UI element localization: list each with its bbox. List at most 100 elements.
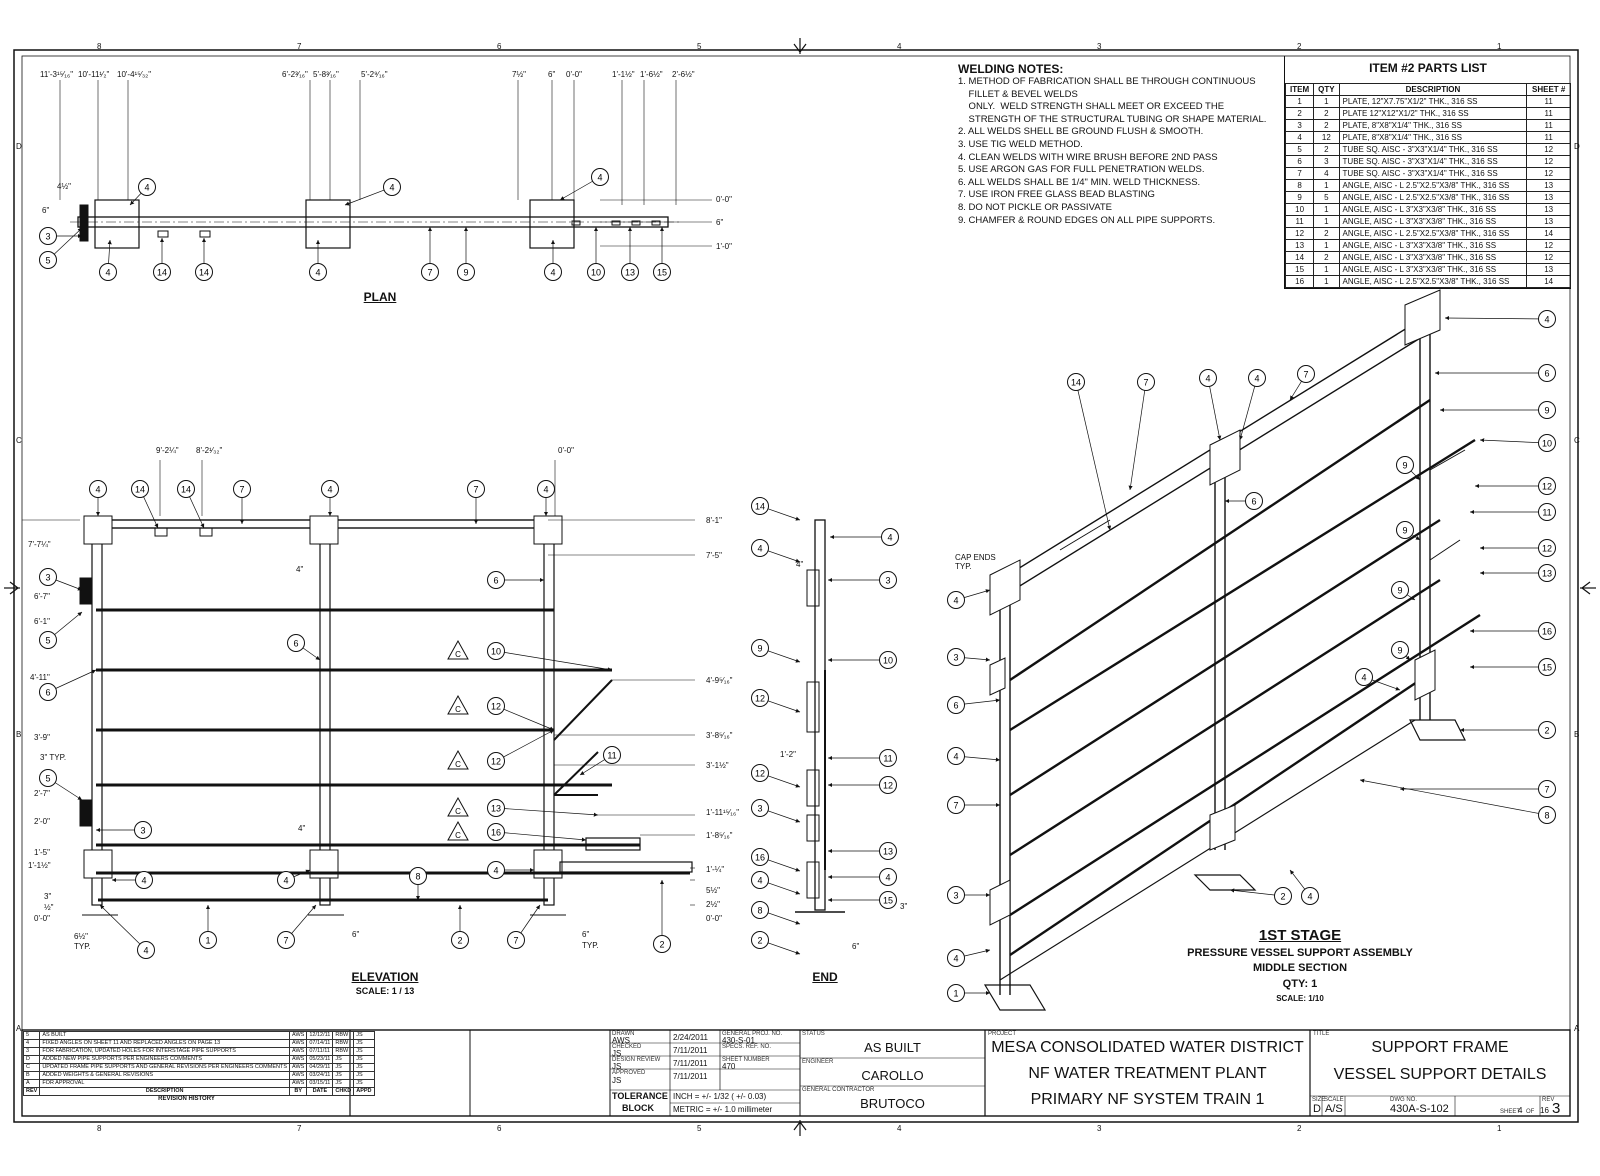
balloon-circle (751, 639, 769, 657)
balloon-circle (603, 746, 621, 764)
leader-line (1479, 438, 1548, 444)
proj-num: 430-S-01 (722, 1036, 755, 1045)
balloon-circle (409, 867, 427, 885)
parts-cell: 1 (1313, 215, 1340, 228)
of-label: OF (1526, 1109, 1535, 1115)
balloon-circle (1538, 780, 1556, 798)
parts-cell: 3 (1284, 119, 1315, 132)
title-label: TITLE (1313, 1031, 1330, 1037)
balloon-circle (751, 689, 769, 707)
item-balloon: 4 (751, 539, 801, 563)
item-balloon: 12 (751, 764, 801, 788)
project-label: PROJECT (988, 1031, 1017, 1037)
balloon-circle (39, 227, 57, 245)
elev-dim: 6" (352, 930, 360, 939)
parts-cell: 3 (1313, 155, 1340, 168)
date-approved: 7/11/2011 (673, 1072, 708, 1081)
checked-by: JS (612, 1049, 622, 1058)
parts-cell: 12 (1526, 167, 1571, 180)
balloon-circle (487, 752, 505, 770)
item-balloon: 4 (947, 747, 1001, 765)
zone-bottom-2: 2 (1297, 1124, 1302, 1133)
balloon-label: 5 (45, 256, 50, 266)
welding-note: ONLY. WELD STRENGTH SHALL MEET OR EXCEED… (958, 101, 1225, 113)
parts-cell: 13 (1526, 179, 1571, 192)
item-balloon: 4 (1239, 369, 1266, 441)
parts-cell: TUBE SQ. AISC - 3"X3"X1/4" THK., 316 SS (1338, 143, 1528, 156)
balloon-circle (1538, 401, 1556, 419)
balloon-label: 4 (550, 268, 555, 278)
revision-cell: 12/12/11 (306, 1031, 334, 1040)
balloon-label: 6 (293, 639, 298, 649)
balloon-label: 7 (953, 801, 958, 811)
balloon-label: 9 (1402, 526, 1407, 536)
zone-right-a: A (1574, 1024, 1580, 1033)
balloon-circle (881, 528, 899, 546)
plan-dim: 6" (716, 218, 724, 227)
elev-dim: 7'-7¼" (28, 540, 51, 549)
parts-cell: 13 (1526, 263, 1571, 276)
plan-dim: 1'-6½" (640, 70, 663, 79)
item-balloon: 10 (587, 227, 605, 281)
zone-top-1: 1 (1497, 42, 1502, 51)
item-balloon: 4 (1289, 869, 1319, 905)
plan-dim: 11'-3¹⁵⁄₁₆" (40, 70, 74, 79)
parts-cell: ANGLE, AISC - L 2.5"X2.5"X3/8" THK., 316… (1338, 227, 1528, 240)
balloon-label: 11 (883, 754, 892, 764)
balloon-label: 4 (757, 876, 762, 886)
balloon-circle (39, 631, 57, 649)
zone-bottom-3: 3 (1097, 1124, 1102, 1133)
item-balloon: 16C (447, 820, 587, 842)
welding-note: 2. ALL WELDS SHELL BE GROUND FLUSH & SMO… (958, 126, 1204, 138)
revision-cell: 05/23/11 (306, 1055, 334, 1064)
balloon-label: 14 (199, 268, 209, 278)
balloon-circle (383, 178, 401, 196)
project-line-1: MESA CONSOLIDATED WATER DISTRICT (991, 1039, 1304, 1056)
welding-note: 8. DO NOT PICKLE OR PASSIVATE (958, 201, 1112, 213)
balloon-label: 3 (953, 891, 958, 901)
elev-dim: 4" (298, 824, 306, 833)
item-balloon: 4 (947, 589, 991, 609)
approved-by: JS (612, 1076, 622, 1085)
revision-cell: JS (353, 1071, 375, 1080)
item-balloon: 5 (39, 227, 83, 269)
plan-title: PLAN (363, 290, 397, 304)
parts-cell: 2 (1313, 251, 1340, 264)
elev-dim: 4'-11" (30, 673, 50, 682)
iso-qty: QTY: 1 (1282, 978, 1318, 990)
balloon-circle (39, 568, 57, 586)
balloon-label: 6 (45, 688, 50, 698)
plan-dim: 10'-11¹⁄₂" (78, 70, 110, 79)
balloon-label: 7 (283, 936, 288, 946)
parts-cell: 4 (1284, 131, 1315, 144)
balloon-circle (751, 764, 769, 782)
item-balloon: 3 (39, 568, 83, 591)
balloon-label: 3 (45, 232, 50, 242)
project-line-3: PRIMARY NF SYSTEM TRAIN 1 (1030, 1091, 1265, 1108)
balloon-circle (879, 776, 897, 794)
dwg-no-label: DWG NO. (1390, 1097, 1417, 1103)
balloon-label: 3 (953, 653, 958, 663)
balloon-circle (544, 263, 562, 281)
balloon-circle (653, 935, 671, 953)
balloon-circle (621, 263, 639, 281)
balloon-circle (199, 931, 217, 949)
balloon-circle (751, 497, 769, 515)
balloon-label: 3 (885, 576, 890, 586)
tolerance-inch: INCH = +/- 1/32 ( +/- 0.03) (673, 1092, 767, 1101)
balloon-circle (287, 634, 305, 652)
balloon-label: 3 (140, 826, 145, 836)
balloon-label: 4 (493, 866, 498, 876)
elev-dim: 2½" (706, 900, 720, 909)
balloon-label: 4 (1205, 374, 1210, 384)
balloon-label: 4 (1361, 673, 1366, 683)
size-value: D (1313, 1103, 1321, 1115)
revision-cell: RBW (332, 1039, 355, 1048)
elev-dim: 4" (296, 565, 304, 574)
zone-bottom-6: 6 (497, 1124, 502, 1133)
